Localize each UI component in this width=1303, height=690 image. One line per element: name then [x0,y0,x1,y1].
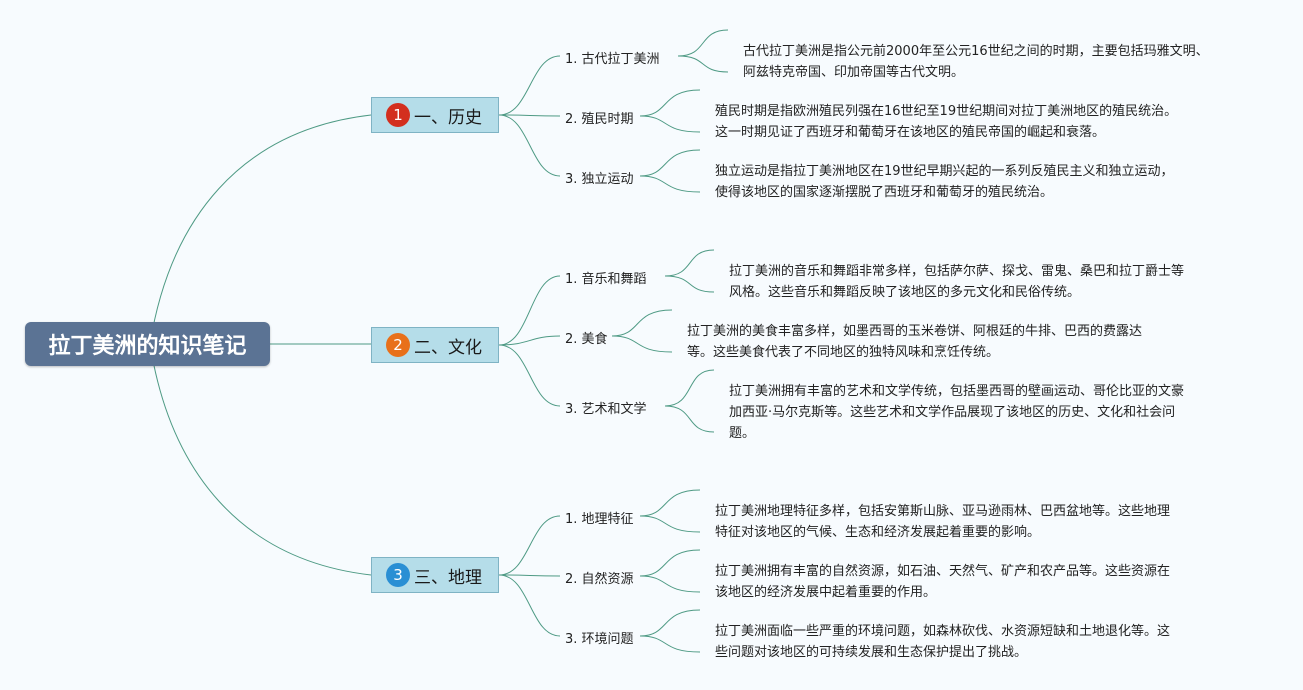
connector-note-top-1 [677,29,729,57]
branch-label: 一、历史 [414,107,482,128]
connector-root-to-geography [149,343,372,576]
note-line: 加西亚·马尔克斯等。这些艺术和文学作品展现了该地区的历史、文化和社会问 [729,405,1176,420]
note-line: 拉丁美洲面临一些严重的环境问题，如森林砍伐、水资源短缺和土地退化等。这 [715,624,1171,639]
branch-geography[interactable]: 3 三、地理 [371,557,499,593]
note-ancient-latin-america[interactable]: 古代拉丁美洲是指公元前2000年至公元16世纪之间的时期，主要包括玛雅文明、 阿… [743,41,1209,83]
branch-culture[interactable]: 2 二、文化 [371,327,499,363]
connector-note-bottom-8 [639,575,701,593]
connector-branch2-to-sub2 [498,335,561,346]
note-line: 些问题对该地区的可持续发展和生态保护提出了挑战。 [715,645,1028,660]
connector-note-top-4 [664,249,715,277]
note-line: 该地区的经济发展中起着重要的作用。 [715,585,937,600]
connector-note-top-5 [611,309,673,337]
subtopic-independence-movement[interactable]: 3. 独立运动 [565,172,634,187]
branch-label: 二、文化 [414,337,482,358]
subtopic-ancient-latin-america[interactable]: 1. 古代拉丁美洲 [565,52,660,67]
connector-branch1-to-sub3 [498,114,561,177]
note-colonial-period[interactable]: 殖民时期是指欧洲殖民列强在16世纪至19世纪期间对拉丁美洲地区的殖民统治。 这一… [715,101,1177,143]
connector-note-bottom-3 [639,175,701,193]
connector-root-to-history [149,114,372,345]
note-line: 拉丁美洲的美食丰富多样，如墨西哥的玉米卷饼、阿根廷的牛排、巴西的费露达 [687,324,1143,339]
note-line: 这一时期见证了西班牙和葡萄牙在该地区的殖民帝国的崛起和衰落。 [715,125,1106,140]
note-line: 特征对该地区的气候、生态和经济发展起着重要的影响。 [715,525,1041,540]
subtopic-art-and-literature[interactable]: 3. 艺术和文学 [565,402,647,417]
badge-number-2: 2 [386,333,410,357]
note-line: 拉丁美洲拥有丰富的自然资源，如石油、天然气、矿产和农产品等。这些资源在 [715,564,1171,579]
connector-note-bottom-2 [639,115,701,133]
note-natural-resources[interactable]: 拉丁美洲拥有丰富的自然资源，如石油、天然气、矿产和农产品等。这些资源在 该地区的… [715,561,1170,603]
connector-branch2-to-sub3 [498,344,561,407]
note-line: 独立运动是指拉丁美洲地区在19世纪早期兴起的一系列反殖民主义和独立运动， [715,164,1174,179]
note-line: 阿兹特克帝国、印加帝国等古代文明。 [743,65,965,80]
root-topic-label: 拉丁美洲的知识笔记 [48,334,247,359]
badge-number-1: 1 [386,103,410,127]
connector-note-bottom-4 [664,275,715,293]
subtopic-environmental-issues[interactable]: 3. 环境问题 [565,632,634,647]
note-line: 拉丁美洲拥有丰富的艺术和文学传统，包括墨西哥的壁画运动、哥伦比亚的文豪 [729,384,1185,399]
connector-note-top-6 [664,369,715,407]
connector-note-bottom-6 [664,405,715,433]
note-line: 拉丁美洲地理特征多样，包括安第斯山脉、亚马逊雨林、巴西盆地等。这些地理 [715,504,1171,519]
branch-label: 三、地理 [414,567,482,588]
connector-branch2-to-sub1 [498,275,561,346]
subtopic-cuisine[interactable]: 2. 美食 [565,332,608,347]
root-topic[interactable]: 拉丁美洲的知识笔记 [25,322,270,366]
connector-branch3-to-sub3 [498,574,561,637]
subtopic-music-and-dance[interactable]: 1. 音乐和舞蹈 [565,272,647,287]
subtopic-geographic-features[interactable]: 1. 地理特征 [565,512,634,527]
note-music-and-dance[interactable]: 拉丁美洲的音乐和舞蹈非常多样，包括萨尔萨、探戈、雷鬼、桑巴和拉丁爵士等 风格。这… [729,261,1184,303]
subtopic-natural-resources[interactable]: 2. 自然资源 [565,572,634,587]
connector-note-top-8 [639,549,701,577]
connector-note-bottom-1 [677,55,729,73]
badge-number-3: 3 [386,563,410,587]
note-independence-movement[interactable]: 独立运动是指拉丁美洲地区在19世纪早期兴起的一系列反殖民主义和独立运动， 使得该… [715,161,1174,203]
note-line: 风格。这些音乐和舞蹈反映了该地区的多元文化和民俗传统。 [729,285,1081,300]
connector-branch3-to-sub2 [498,574,561,577]
note-line: 题。 [729,426,756,441]
note-line: 拉丁美洲的音乐和舞蹈非常多样，包括萨尔萨、探戈、雷鬼、桑巴和拉丁爵士等 [729,264,1185,279]
note-art-and-literature[interactable]: 拉丁美洲拥有丰富的艺术和文学传统，包括墨西哥的壁画运动、哥伦比亚的文豪 加西亚·… [729,381,1184,444]
subtopic-colonial-period[interactable]: 2. 殖民时期 [565,112,634,127]
connector-note-top-2 [639,89,701,117]
note-line: 殖民时期是指欧洲殖民列强在16世纪至19世纪期间对拉丁美洲地区的殖民统治。 [715,104,1178,119]
note-environmental-issues[interactable]: 拉丁美洲面临一些严重的环境问题，如森林砍伐、水资源短缺和土地退化等。这 些问题对… [715,621,1170,663]
connector-note-bottom-7 [639,515,701,533]
note-geographic-features[interactable]: 拉丁美洲地理特征多样，包括安第斯山脉、亚马逊雨林、巴西盆地等。这些地理 特征对该… [715,501,1170,543]
connector-branch1-to-sub1 [498,55,561,116]
connector-note-top-3 [639,149,701,177]
connector-note-bottom-9 [639,635,701,653]
connector-branch1-to-sub2 [498,114,561,117]
note-cuisine[interactable]: 拉丁美洲的美食丰富多样，如墨西哥的玉米卷饼、阿根廷的牛排、巴西的费露达 等。这些… [687,321,1142,363]
connector-note-bottom-5 [611,335,673,353]
connector-note-top-7 [639,489,701,517]
connector-note-top-9 [639,609,701,637]
note-line: 等。这些美食代表了不同地区的独特风味和烹饪传统。 [687,345,1000,360]
branch-history[interactable]: 1 一、历史 [371,97,499,133]
connector-branch3-to-sub1 [498,515,561,576]
note-line: 使得该地区的国家逐渐摆脱了西班牙和葡萄牙的殖民统治。 [715,185,1054,200]
note-line: 古代拉丁美洲是指公元前2000年至公元16世纪之间的时期，主要包括玛雅文明、 [743,44,1209,59]
